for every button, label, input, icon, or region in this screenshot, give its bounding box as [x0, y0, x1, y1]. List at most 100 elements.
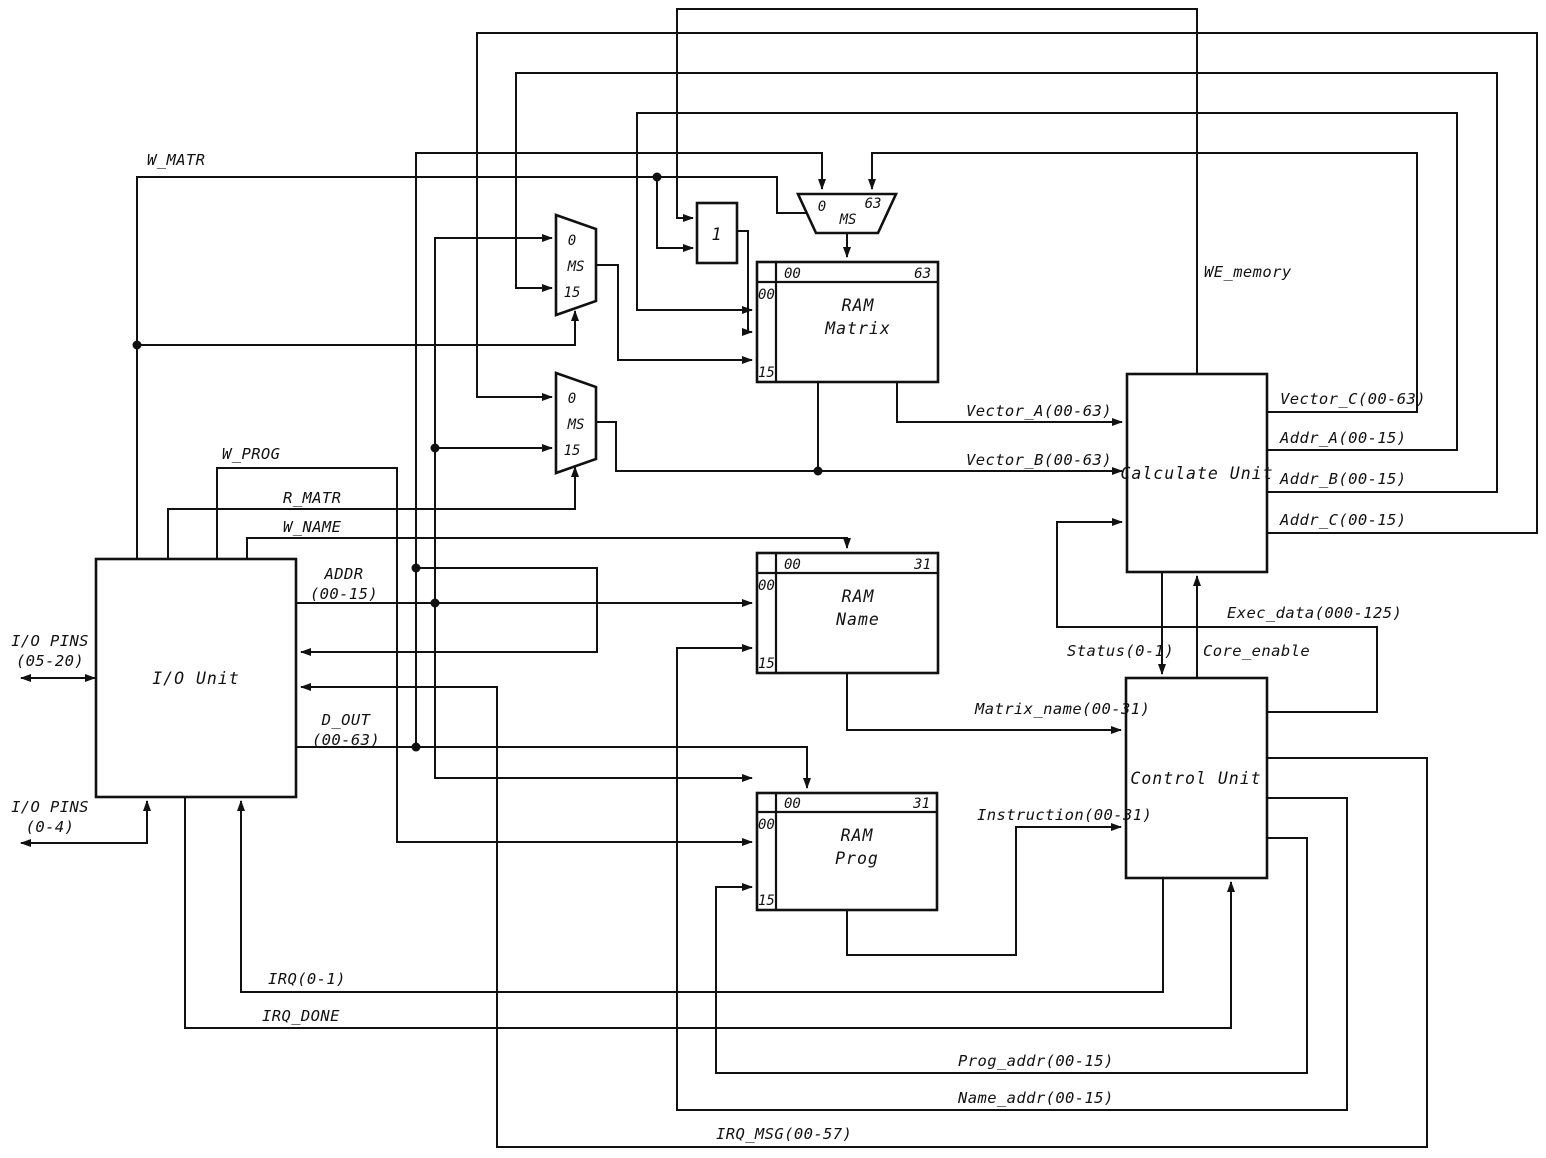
wire-d-out-ram-prog: [416, 746, 811, 789]
mux-vector-in1: 15: [564, 443, 581, 459]
wire-addr-ram-prog: [434, 603, 753, 782]
wire-prog-addr: [715, 837, 1308, 1074]
label-addr-c: Addr_C(00-15): [1279, 511, 1407, 529]
label-io-pins-bot-1: I/O PINS: [11, 798, 89, 816]
mux-matrix-addr-label: MS: [567, 259, 585, 275]
ram-matrix-title-2: Matrix: [824, 319, 891, 338]
ram-name-col-last: 31: [913, 557, 931, 573]
wire-w-matr: [136, 176, 806, 559]
mux-matrix-addr-in1: 15: [564, 285, 581, 301]
label-matrix-name: Matrix_name(00-31): [974, 700, 1150, 718]
wire-irq: [237, 800, 1164, 993]
label-w-prog: W_PROG: [222, 445, 280, 463]
mux-vector: 0 MS 15: [554, 371, 598, 475]
wire-addr-b: [515, 72, 1498, 493]
ram-matrix-row-first: 00: [758, 287, 775, 303]
wire-addr-a: [636, 112, 1458, 451]
label-exec-data: Exec_data(000-125): [1227, 604, 1402, 622]
control-unit-label: Control Unit: [1130, 769, 1261, 788]
label-status: Status(0-1): [1067, 642, 1174, 660]
wire-name-addr: [676, 644, 1348, 1111]
label-r-matr: R_MATR: [283, 489, 341, 507]
wire-data-to-io: [300, 567, 598, 656]
mux-matrix-data-in0: 0: [818, 199, 826, 215]
ram-prog-row-last: 15: [758, 893, 775, 909]
ram-matrix-title-1: RAM: [842, 296, 875, 315]
junction-dot: [411, 742, 421, 752]
junction-dot: [430, 443, 440, 453]
mux-vector-label: MS: [567, 417, 585, 433]
wire-r-matr: [167, 466, 579, 559]
block-control-unit: Control Unit: [1124, 676, 1269, 880]
wires: [20, 8, 1538, 1148]
label-vector-a: Vector_A(00-63): [966, 402, 1112, 420]
junction-dot: [430, 598, 440, 608]
label-io-pins-top-1: I/O PINS: [11, 632, 89, 650]
wire-we-memory: [676, 8, 1198, 374]
label-instruction: Instruction(00-31): [977, 806, 1152, 824]
mux-matrix-data-label: MS: [839, 212, 857, 228]
block-ram-prog: 00 31 00 15 RAM Prog: [755, 791, 939, 912]
label-name-addr: Name_addr(00-15): [957, 1089, 1114, 1107]
wire-w-matr-mux-select: [137, 310, 579, 346]
wire-w-prog: [216, 467, 753, 846]
wire-io-pins-bottom: [20, 800, 151, 847]
label-addr-1: ADDR: [324, 565, 364, 583]
wire-exec-data: [1056, 518, 1378, 713]
wire-mux-addr-out: [596, 264, 753, 364]
ram-name-row-first: 00: [758, 578, 775, 594]
label-vector-b: Vector_B(00-63): [966, 451, 1112, 469]
label-prog-addr: Prog_addr(00-15): [958, 1052, 1114, 1070]
ram-prog-col-first: 00: [784, 796, 801, 812]
junction-dot: [652, 172, 662, 182]
label-irq: IRQ(0-1): [268, 970, 346, 988]
mux-matrix-data: 0 MS 63: [795, 192, 899, 235]
block-one-register: 1: [695, 201, 739, 265]
one-register-label: 1: [712, 225, 723, 244]
block-calculate-unit: Calculate Unit: [1120, 372, 1273, 574]
wire-addr-mux1: [434, 234, 553, 603]
block-ram-matrix: 00 63 00 15 RAM Matrix: [755, 260, 940, 384]
label-io-pins-top-2: (05-20): [16, 652, 84, 670]
label-irq-done: IRQ_DONE: [262, 1007, 340, 1025]
mux-matrix-addr-in0: 0: [568, 233, 576, 249]
label-irq-msg: IRQ_MSG(00-57): [716, 1125, 852, 1143]
junction-dot: [411, 563, 421, 573]
wire-w-name: [246, 537, 851, 559]
ram-prog-title-2: Prog: [835, 849, 879, 868]
ram-matrix-col-last: 63: [914, 266, 931, 282]
ram-prog-title-1: RAM: [841, 826, 874, 845]
label-w-matr: W_MATR: [147, 151, 205, 169]
wire-irq-msg: [300, 683, 1428, 1148]
ram-prog-row-first: 00: [758, 817, 775, 833]
ram-name-title-1: RAM: [842, 587, 875, 606]
ram-prog-col-last: 31: [912, 796, 930, 812]
wire-vector-c: [868, 152, 1418, 413]
label-core-enable: Core_enable: [1203, 642, 1310, 660]
io-unit-label: I/O Unit: [152, 669, 239, 688]
label-we-memory: WE_memory: [1204, 263, 1292, 281]
wire-w-matr-one-reg: [656, 177, 694, 252]
wire-vector-b: [596, 421, 1123, 475]
wire-one-reg-out: [737, 230, 753, 336]
wire-irq-done: [184, 797, 1235, 1029]
label-d-out-1: D_OUT: [321, 711, 372, 729]
wire-d-out-mux: [296, 152, 826, 748]
block-io-unit: I/O Unit: [94, 557, 298, 799]
label-addr-a: Addr_A(00-15): [1279, 429, 1407, 447]
label-d-out-2: (00-63): [312, 731, 380, 749]
ram-matrix-row-last: 15: [758, 365, 775, 381]
calculate-unit-label: Calculate Unit: [1120, 464, 1273, 483]
junction-dot: [813, 466, 823, 476]
junction-dot: [132, 340, 142, 350]
wire-vector-a: [896, 382, 1123, 426]
signal-labels: W_MATR W_PROG R_MATR W_NAME ADDR (00-15)…: [11, 151, 1426, 1143]
wire-matrix-name: [846, 673, 1122, 734]
mux-matrix-data-in1: 63: [865, 196, 882, 212]
ram-name-col-first: 00: [784, 557, 801, 573]
label-w-name: W_NAME: [283, 518, 342, 536]
mux-matrix-addr: 0 MS 15: [554, 213, 598, 317]
ram-name-title-2: Name: [835, 610, 880, 629]
